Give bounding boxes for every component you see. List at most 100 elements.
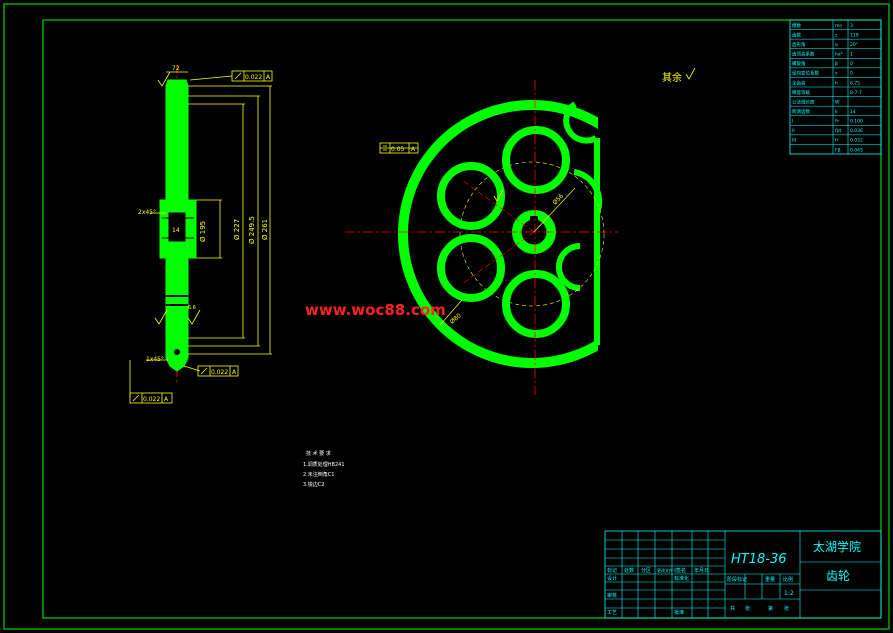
dia-label-195: Ø 195 [199,221,207,242]
tolerance-value-top: 0.022 [245,74,262,81]
hub-label: 14 [172,227,180,234]
param-cell: β [835,61,838,67]
roughness-note-symbol [685,67,696,80]
part-name: 齿轮 [826,569,850,583]
param-cell: 3 [850,23,853,29]
small-dim-label: 6.6 [188,305,196,311]
front-radial-1 [461,179,535,233]
param-cell: 全齿高 [792,79,806,86]
tb-label-mark: 标记 [607,567,617,574]
roughness-mark-1 [157,71,171,87]
tech-note-2: 2.未注倒角C1 [303,471,334,478]
tb-label-weight: 重量 [765,576,775,583]
tolerance-frame-left: 0.022 A [129,392,173,404]
param-cell: 0 [850,71,853,77]
param-cell: Fβ [835,147,841,153]
tb-sheet-total: 共 [730,605,735,612]
tb-label-approve: 批准 [674,609,684,616]
param-cell: x [835,72,838,77]
chamfer-upper-label: 2x45° [138,209,156,216]
tb-label-zone: 分区 [641,567,651,574]
param-cell: h [835,80,838,86]
tb-sheet-unit-2: 张 [784,605,789,612]
param-cell: 跨测齿数 [792,108,810,115]
tb-label-stage: 阶段标记 [727,576,747,583]
param-cell: 6.75 [850,80,860,86]
datum-left: A [164,396,169,403]
dia-label-261: Ø 261 [261,219,269,240]
datum-bottom: A [232,369,237,376]
param-cell: α [835,43,838,48]
hole-pitch-circle [459,161,605,307]
param-cell: 齿顶高系数 [792,51,815,58]
lightening-hole-bottom [502,270,570,338]
tb-label-review: 审核 [607,592,617,599]
param-cell: 1 [850,52,853,58]
tb-label-process: 工艺 [607,610,617,616]
tolerance-frame-bottom: 0.022 A [197,365,239,377]
rim-notch-upper [563,101,598,144]
front-radial-2 [461,231,535,285]
title-block: HT18-36 太湖学院 齿轮 标记 处数 分区 更改文件号 签名 年月日 设计… [604,530,882,619]
param-cell: W [835,99,840,105]
tolerance-value-front: 0.05 [391,146,405,153]
front-view: Ø56 Ø80 0.05 A 其余 [345,67,696,395]
param-cell: 8-7-7 [850,90,862,96]
param-cell: 齿形角 [792,41,806,48]
tolerance-value-left: 0.022 [143,396,160,403]
dia-label-249: Ø 249.5 [248,216,256,244]
param-cell: mn [835,24,842,29]
chamfer-lower-label: 1x45° [146,356,164,363]
param-cell: 14 [850,109,856,115]
tb-label-standard: 标准化 [674,575,689,582]
param-cell: I [792,119,793,125]
tb-label-count: 处数 [624,567,634,574]
param-cell: 精度等级 [792,89,810,96]
front-roughness-mark [493,189,504,202]
roughness-mark-3 [187,309,201,325]
param-cell: 0.100 [850,119,863,125]
tech-notes: 技 术 要 求 1.调质处理HB241 2.未注倒角C1 3.锐边C2 [303,450,345,488]
param-cell: 119 [850,32,859,38]
tb-sheet-no: 第 [768,605,773,612]
param-cell: z [835,33,838,38]
drawing-number: HT18-36 [731,552,787,567]
bore-dim-leader [533,187,576,233]
param-cell: Fr [835,119,839,125]
param-cell: 公法线长度 [792,98,815,105]
keyway [530,216,538,221]
param-cell: fpt [835,128,841,134]
tech-note-1: 1.调质处理HB241 [303,461,345,468]
top-width-label: 72 [172,65,180,72]
tb-label-date: 年月日 [694,567,709,574]
param-cell: ha* [835,52,844,58]
tolerance-frame-front: 0.05 A [379,142,419,154]
tb-label-scale: 比例 [783,576,793,583]
tech-notes-title: 技 术 要 求 [306,450,331,457]
leader-top-tol [189,75,233,81]
inner-frame [42,19,882,619]
lightening-hole-top [502,126,570,194]
param-cell: 径向变位系数 [792,70,819,77]
school-name: 太湖学院 [813,539,861,554]
tolerance-frame-top: 0.022 A [231,70,273,82]
tb-label-change: 更改文件号 [657,567,677,573]
tech-note-3: 3.锐边C2 [303,481,324,488]
param-cell: 模数 [792,22,801,29]
param-cell: 0.045 [850,147,863,153]
bottom-dot [174,349,180,355]
rim-notch-lower [556,243,581,291]
lightening-hole-upper-left [437,162,505,230]
param-cell: 0 [850,61,853,67]
roughness-mark-2 [154,309,168,325]
hub-hole [167,211,187,243]
param-cell: k [835,109,838,115]
param-cell: III [792,138,796,144]
tb-sheet-unit-1: 张 [745,605,750,612]
datum-top: A [266,74,271,81]
param-cell: 螺旋角 [792,60,806,67]
roughness-note: 其余 [662,71,682,84]
section-view: Ø 195 Ø 227 Ø 249.5 Ø 261 72 14 6.6 2x45… [129,65,273,404]
watermark-text: www.woc88.com [305,301,446,319]
